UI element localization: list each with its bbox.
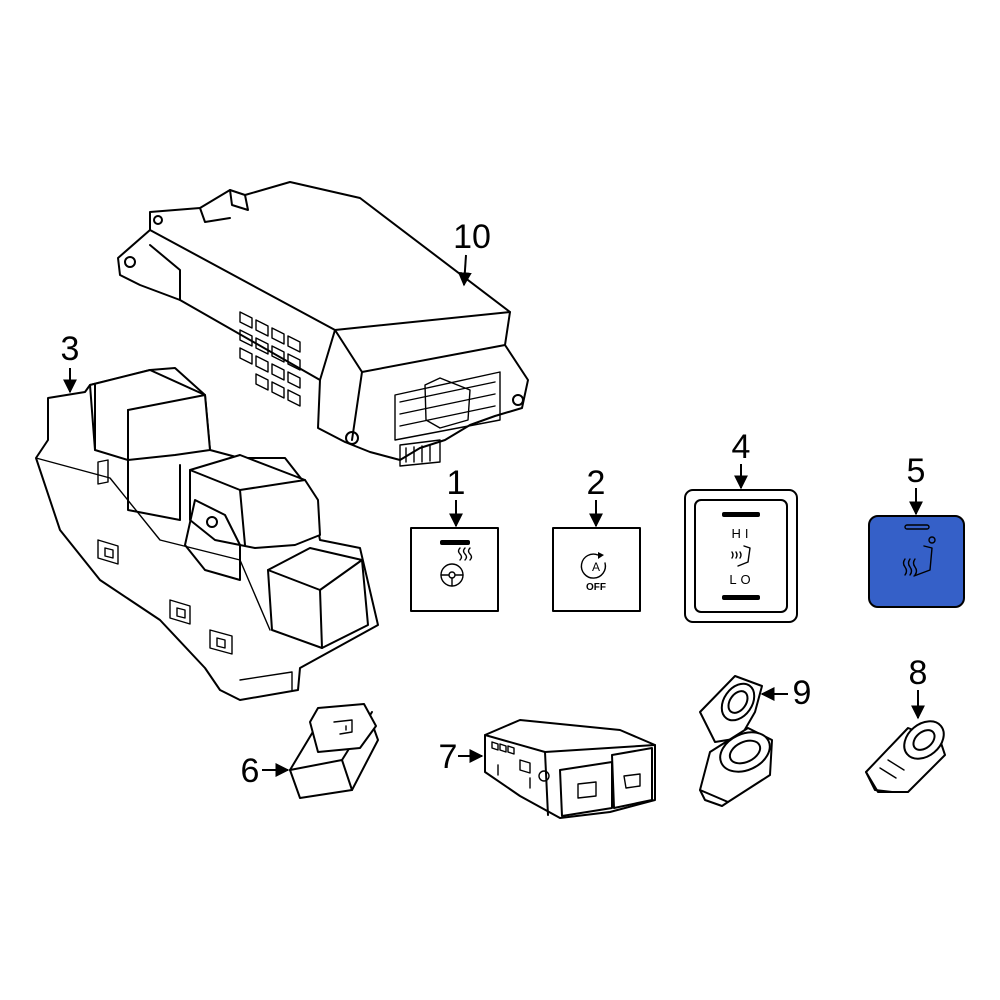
lo-label: LO xyxy=(729,572,754,587)
part-10-control-module[interactable] xyxy=(117,181,529,467)
off-label: OFF xyxy=(586,582,606,593)
part-8-socket[interactable] xyxy=(865,714,951,793)
callout-7: 7 xyxy=(439,738,458,776)
auto-start-stop-off-icon: A OFF xyxy=(580,552,607,593)
callout-10: 10 xyxy=(453,218,491,256)
callout-9: 9 xyxy=(793,674,812,712)
callout-2: 2 xyxy=(587,464,606,502)
indicator-bar xyxy=(904,524,930,530)
heated-steering-wheel-icon xyxy=(440,547,473,587)
part-2-switch[interactable]: A OFF xyxy=(552,527,641,612)
callout-3: 3 xyxy=(61,330,80,368)
indicator-bar-bottom xyxy=(722,595,760,600)
callout-5: 5 xyxy=(907,452,926,490)
auto-letter: A xyxy=(592,560,600,574)
indicator-bar-top xyxy=(722,512,760,517)
indicator-bar xyxy=(440,540,470,545)
part-1-switch[interactable] xyxy=(410,527,499,612)
leader-10 xyxy=(457,254,472,287)
heated-seat-icon xyxy=(731,545,751,567)
part-6-switch[interactable] xyxy=(289,703,379,799)
part-5-switch-highlighted[interactable] xyxy=(868,515,965,608)
part-3-window-switch-assembly[interactable] xyxy=(35,367,379,701)
hi-label: HI xyxy=(732,526,753,541)
part-7-switch-pair[interactable] xyxy=(484,719,656,819)
callout-4: 4 xyxy=(732,428,751,466)
heated-seat-icon xyxy=(902,536,936,577)
part-9-power-outlet[interactable] xyxy=(699,675,776,807)
callout-6: 6 xyxy=(241,752,260,790)
callout-1: 1 xyxy=(447,464,466,502)
callout-8: 8 xyxy=(909,654,928,692)
part-4-switch[interactable]: HI LO xyxy=(684,489,798,623)
